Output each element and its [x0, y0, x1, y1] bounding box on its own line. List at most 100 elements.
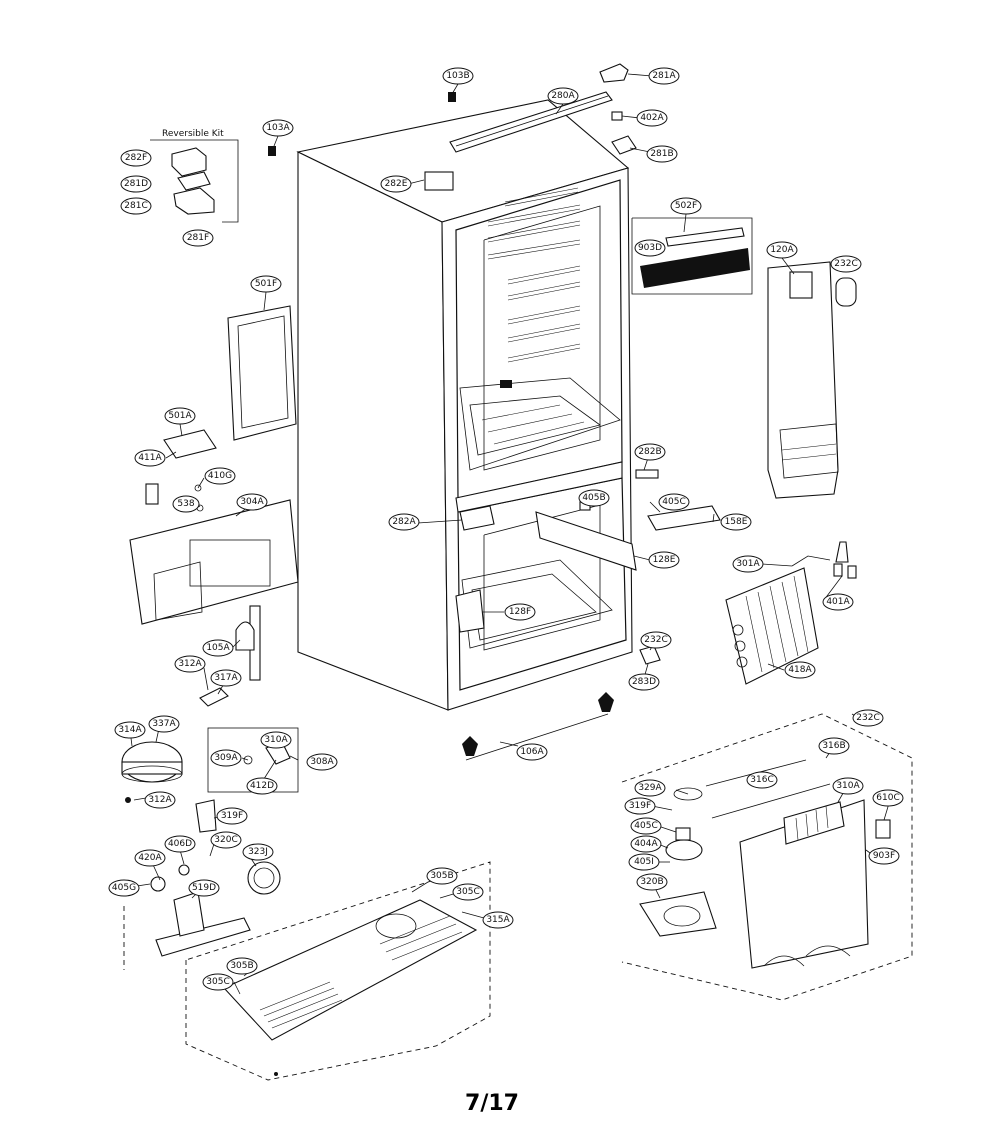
reversible-kit: Reversible Kit	[150, 129, 239, 223]
svg-text:420A: 420A	[138, 853, 162, 863]
fan-assembly-232C	[621, 713, 913, 1001]
callout-903D: 903D	[634, 239, 666, 257]
callout-501A: 501A	[164, 407, 196, 425]
svg-text:232C: 232C	[856, 713, 879, 723]
callout-312A: 312A	[174, 655, 206, 673]
svg-text:405G: 405G	[112, 883, 136, 893]
svg-text:405C: 405C	[662, 497, 685, 507]
svg-text:281D: 281D	[124, 179, 148, 189]
svg-text:310A: 310A	[264, 735, 288, 745]
callout-405C-b: 405C	[630, 817, 662, 835]
callout-283D: 283D	[628, 673, 660, 691]
svg-text:158E: 158E	[725, 517, 748, 527]
svg-text:281C: 281C	[124, 201, 147, 211]
svg-text:501A: 501A	[168, 411, 192, 421]
svg-text:404A: 404A	[634, 839, 658, 849]
callout-405C: 405C	[658, 493, 690, 511]
callout-232C: 232C	[830, 255, 862, 273]
callout-316C: 316C	[746, 771, 778, 789]
grille-assembly	[631, 217, 753, 295]
callout-402A: 402A	[636, 109, 668, 127]
compressor	[121, 741, 183, 803]
ice-duct-assembly	[767, 261, 857, 499]
callout-305B: 305B	[426, 867, 458, 885]
svg-text:310A: 310A	[836, 781, 860, 791]
callout-128E: 128E	[648, 551, 680, 569]
svg-text:312A: 312A	[148, 795, 172, 805]
svg-text:412D: 412D	[250, 781, 274, 791]
callout-418A: 418A	[784, 661, 816, 679]
svg-text:329A: 329A	[638, 783, 662, 793]
machine-compartment	[185, 861, 491, 1081]
callout-120A: 120A	[766, 241, 798, 259]
drain-hose-105A	[235, 605, 261, 681]
callout-405B: 405B	[578, 489, 610, 507]
freezer-rails	[455, 469, 721, 665]
svg-text:305B: 305B	[230, 961, 253, 971]
svg-text:128F: 128F	[509, 607, 531, 617]
callout-320B: 320B	[636, 873, 668, 891]
callout-304A: 304A	[236, 493, 268, 511]
svg-text:406D: 406D	[168, 839, 192, 849]
callout-310A-b: 310A	[832, 777, 864, 795]
callout-301A: 301A	[732, 555, 764, 573]
callout-319F: 319F	[216, 807, 248, 825]
svg-text:305C: 305C	[206, 977, 229, 987]
svg-text:281F: 281F	[187, 233, 209, 243]
callout-320C: 320C	[210, 831, 242, 849]
callout-281F: 281F	[182, 229, 214, 247]
svg-text:316B: 316B	[822, 741, 845, 751]
svg-text:312A: 312A	[178, 659, 202, 669]
callout-317A: 317A	[210, 669, 242, 687]
svg-text:309A: 309A	[214, 753, 238, 763]
callout-158E: 158E	[720, 513, 752, 531]
callout-281B: 281B	[646, 145, 678, 163]
refrigerator-cabinet	[296, 91, 633, 711]
svg-text:281A: 281A	[652, 71, 676, 81]
svg-text:283D: 283D	[632, 677, 656, 687]
svg-text:319F: 319F	[629, 801, 651, 811]
callout-519D: 519D	[188, 879, 220, 897]
svg-text:232C: 232C	[834, 259, 857, 269]
callout-405G: 405G	[108, 879, 140, 897]
callout-281A: 281A	[648, 67, 680, 85]
callout-103B: 103B	[442, 67, 474, 85]
svg-text:305B: 305B	[430, 871, 453, 881]
svg-text:502F: 502F	[675, 201, 697, 211]
callout-128F: 128F	[504, 603, 536, 621]
callout-282A: 282A	[388, 513, 420, 531]
svg-text:402A: 402A	[640, 113, 664, 123]
callout-315A: 315A	[482, 911, 514, 929]
svg-text:405C: 405C	[634, 821, 657, 831]
callout-232C-c: 232C	[852, 709, 884, 727]
callout-312A-b: 312A	[144, 791, 176, 809]
svg-text:103A: 103A	[266, 123, 290, 133]
callout-103A: 103A	[262, 119, 294, 137]
svg-text:401A: 401A	[826, 597, 850, 607]
leveling-legs	[462, 692, 614, 761]
svg-text:281B: 281B	[650, 149, 673, 159]
callout-411A: 411A	[134, 449, 166, 467]
callout-106A: 106A	[516, 743, 548, 761]
svg-text:305C: 305C	[456, 887, 479, 897]
svg-text:280A: 280A	[551, 91, 575, 101]
callout-281D: 281D	[120, 175, 152, 193]
callout-323J: 323J	[242, 843, 274, 861]
callout-412D: 412D	[246, 777, 278, 795]
callout-404A: 404A	[630, 835, 662, 853]
svg-text:106A: 106A	[520, 747, 544, 757]
callout-314A: 314A	[114, 721, 146, 739]
svg-text:538: 538	[177, 499, 194, 509]
svg-text:405B: 405B	[582, 493, 605, 503]
callout-305C: 305C	[452, 883, 484, 901]
callout-329A: 329A	[634, 779, 666, 797]
svg-text:308A: 308A	[310, 757, 334, 767]
svg-text:501F: 501F	[255, 279, 277, 289]
callout-232C-b: 232C	[640, 631, 672, 649]
svg-text:411A: 411A	[138, 453, 162, 463]
callout-406D: 406D	[164, 835, 196, 853]
svg-text:315A: 315A	[486, 915, 510, 925]
svg-text:410G: 410G	[208, 471, 232, 481]
top-hinge-parts	[268, 63, 637, 156]
